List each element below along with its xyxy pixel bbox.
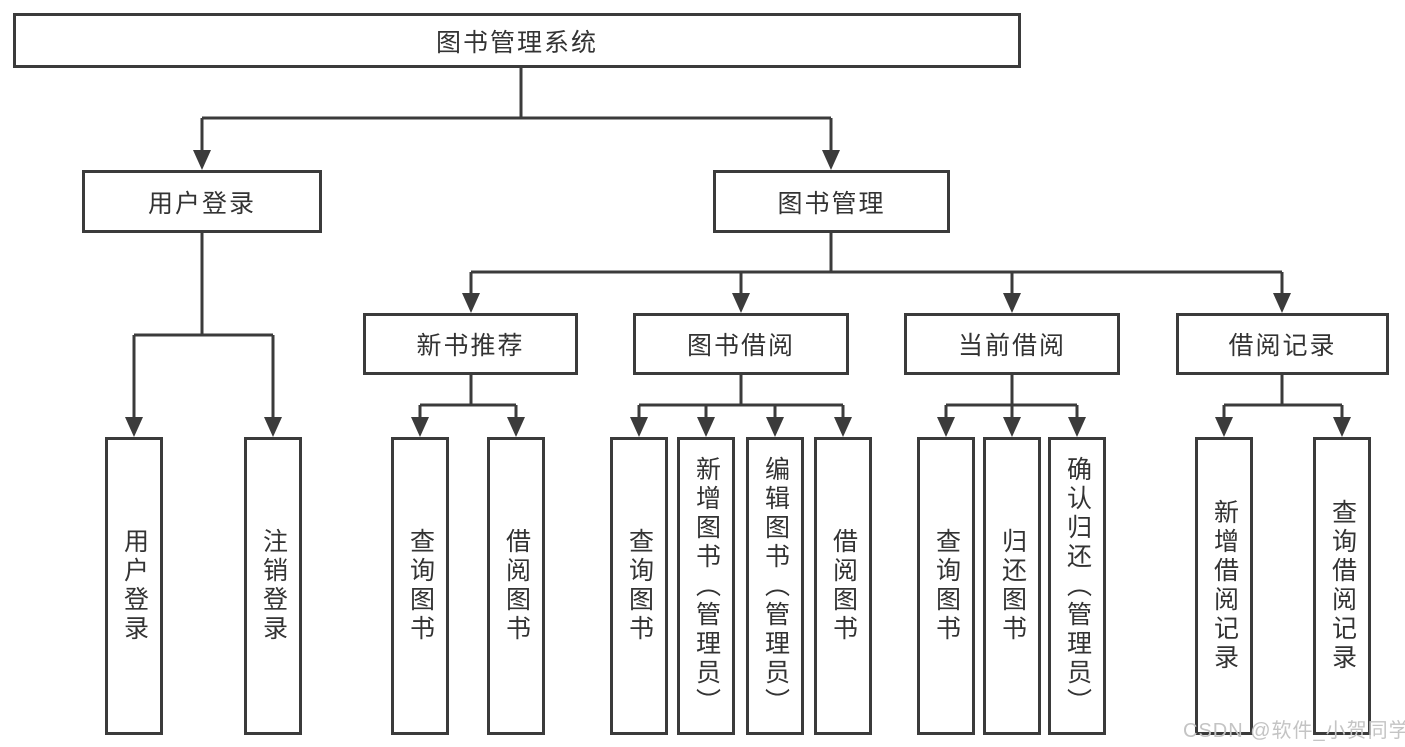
arrow-down-icon [1003, 293, 1021, 313]
leaf-query-books-borrow-label: 查询图书 [625, 528, 654, 644]
node-book-borrow: 图书借阅 [633, 313, 849, 375]
leaf-borrow-books-rec-label: 借阅图书 [502, 528, 531, 644]
node-book-mgmt-label: 图书管理 [777, 189, 886, 218]
node-borrow-records: 借阅记录 [1176, 313, 1389, 375]
arrow-down-icon [507, 417, 525, 437]
arrow-down-icon [193, 150, 211, 170]
leaf-confirm-return-admin: 确认归还（管理员） [1048, 437, 1106, 735]
arrow-down-icon [834, 417, 852, 437]
arrow-down-icon [630, 417, 648, 437]
leaf-logout: 注销登录 [244, 437, 302, 735]
arrow-down-icon [1333, 417, 1351, 437]
leaf-add-borrow-record-label: 新增借阅记录 [1210, 499, 1239, 673]
leaf-edit-books-admin-label: 编辑图书（管理员） [761, 455, 790, 717]
leaf-confirm-return-admin-label: 确认归还（管理员） [1063, 455, 1092, 717]
leaf-user-login: 用户登录 [105, 437, 163, 735]
arrow-down-icon [1003, 417, 1021, 437]
arrow-down-icon [766, 417, 784, 437]
node-new-book-rec-label: 新书推荐 [416, 332, 525, 360]
arrow-down-icon [1068, 417, 1086, 437]
leaf-query-books-rec: 查询图书 [391, 437, 449, 735]
node-current-borrow-label: 当前借阅 [957, 332, 1066, 360]
node-user-login: 用户登录 [82, 170, 322, 233]
arrow-down-icon [462, 293, 480, 313]
leaf-user-login-label: 用户登录 [120, 528, 149, 644]
leaf-query-books-current-label: 查询图书 [932, 528, 961, 644]
arrow-down-icon [937, 417, 955, 437]
arrow-down-icon [125, 417, 143, 437]
leaf-logout-label: 注销登录 [259, 528, 288, 644]
leaf-query-books-rec-label: 查询图书 [406, 528, 435, 644]
node-current-borrow: 当前借阅 [904, 313, 1120, 375]
arrow-down-icon [1215, 417, 1233, 437]
leaf-borrow-books-rec: 借阅图书 [487, 437, 545, 735]
node-user-login-label: 用户登录 [147, 189, 256, 218]
leaf-return-books-label: 归还图书 [998, 528, 1027, 644]
node-new-book-rec: 新书推荐 [363, 313, 578, 375]
arrow-down-icon [264, 417, 282, 437]
arrow-down-icon [697, 417, 715, 437]
leaf-borrow-books-label: 借阅图书 [829, 528, 858, 644]
leaf-add-borrow-record: 新增借阅记录 [1195, 437, 1253, 735]
csdn-watermark: CSDN @软件_小贺同学 [1183, 720, 1405, 742]
connector-current-borrow-leaves [944, 375, 1079, 419]
connector-borrow-records-leaves [1222, 375, 1344, 419]
leaf-query-borrow-record: 查询借阅记录 [1313, 437, 1371, 735]
arrow-down-icons [125, 150, 1351, 437]
node-book-borrow-label: 图书借阅 [686, 332, 795, 360]
leaf-add-books-admin: 新增图书（管理员） [677, 437, 735, 735]
node-root: 图书管理系统 [13, 13, 1021, 68]
connector-book-borrow-leaves [637, 375, 845, 419]
arrow-down-icon [822, 150, 840, 170]
arrow-down-icon [732, 293, 750, 313]
leaf-edit-books-admin: 编辑图书（管理员） [746, 437, 804, 735]
arrow-down-icon [1273, 293, 1291, 313]
connector-root-level2 [200, 68, 833, 152]
node-borrow-records-label: 借阅记录 [1228, 332, 1337, 360]
node-book-mgmt: 图书管理 [713, 170, 950, 233]
node-root-label: 图书管理系统 [435, 28, 598, 57]
leaf-borrow-books: 借阅图书 [814, 437, 872, 735]
arrow-down-icon [411, 417, 429, 437]
leaf-query-books-borrow: 查询图书 [610, 437, 668, 735]
connector-user-login-leaves [132, 233, 275, 419]
leaf-query-books-current: 查询图书 [917, 437, 975, 735]
leaf-query-borrow-record-label: 查询借阅记录 [1328, 499, 1357, 673]
connector-new-book-rec-leaves [418, 375, 518, 419]
connector-book-mgmt-level3 [469, 233, 1284, 295]
leaf-return-books: 归还图书 [983, 437, 1041, 735]
leaf-add-books-admin-label: 新增图书（管理员） [692, 455, 721, 717]
